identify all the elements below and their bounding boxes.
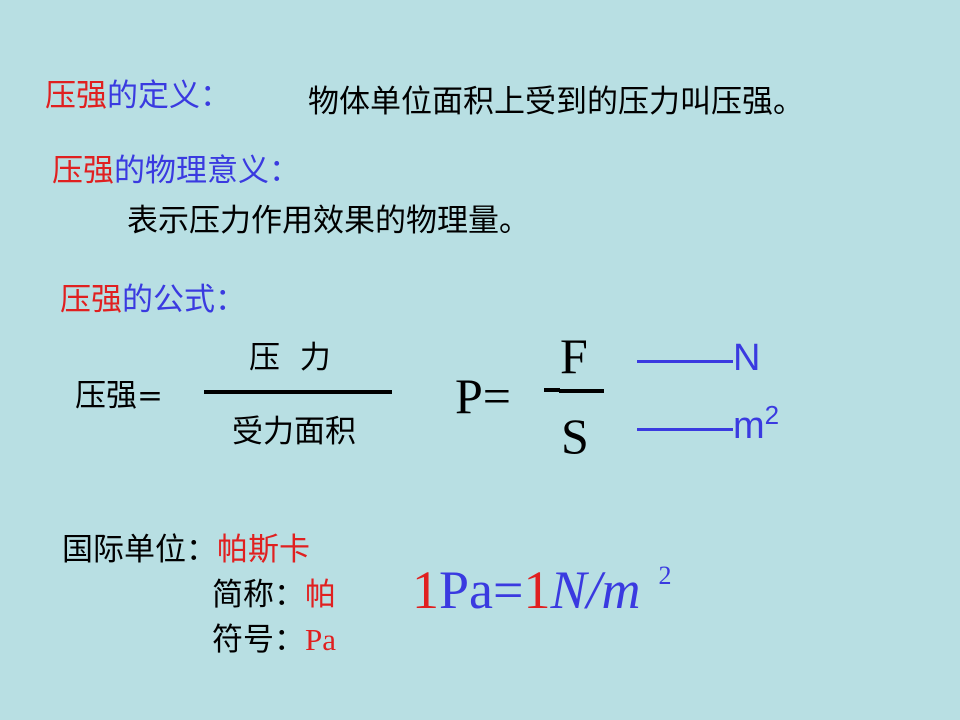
symbol-fraction-bar-left bbox=[544, 388, 560, 392]
short-name-label: 简称： bbox=[212, 577, 305, 613]
word-formula-denominator: 受力面积 bbox=[232, 414, 356, 450]
meaning-label-red: 压强 bbox=[52, 153, 114, 189]
unit-denominator: m2 bbox=[733, 402, 779, 448]
pa-equation-one-a: 1 bbox=[412, 560, 439, 620]
pa-equation-exp: 2 bbox=[658, 561, 672, 590]
unit-denominator-line bbox=[637, 428, 733, 431]
symbol-fraction-bar bbox=[559, 389, 604, 393]
meaning-label: 压强的物理意义： bbox=[52, 153, 300, 189]
word-formula-numerator: 压 力 bbox=[249, 340, 331, 376]
intl-unit-row: 国际单位：帕斯卡 bbox=[62, 532, 310, 568]
definition-label: 压强的定义： bbox=[45, 78, 231, 114]
unit-numerator: N bbox=[733, 337, 761, 379]
symbol-formula-lhs: P= bbox=[455, 368, 512, 424]
unit-denominator-base: m bbox=[733, 405, 765, 447]
symbol-formula-numerator: F bbox=[560, 328, 588, 384]
unit-numerator-line bbox=[637, 360, 733, 363]
symbol-row: 符号：Pa bbox=[212, 622, 336, 658]
intl-unit-value: 帕斯卡 bbox=[217, 532, 310, 568]
word-formula-lhs: 压强= bbox=[75, 378, 163, 414]
symbol-label: 符号： bbox=[212, 622, 305, 658]
pa-equation-one-b: 1 bbox=[523, 560, 551, 620]
symbol-formula-denominator: S bbox=[561, 408, 589, 464]
short-name-row: 简称：帕 bbox=[212, 577, 336, 613]
intl-unit-label: 国际单位： bbox=[62, 532, 217, 568]
definition-label-red: 压强 bbox=[45, 78, 107, 114]
formula-label-blue: 的公式： bbox=[122, 282, 246, 318]
definition-text: 物体单位面积上受到的压力叫压强。 bbox=[308, 84, 804, 120]
meaning-text: 表示压力作用效果的物理量。 bbox=[127, 203, 530, 239]
meaning-label-blue: 的物理意义： bbox=[114, 153, 300, 189]
unit-denominator-exp: 2 bbox=[764, 400, 780, 430]
pa-equation-n-over-m: N/m bbox=[550, 560, 641, 620]
formula-label: 压强的公式： bbox=[60, 282, 246, 318]
short-name-value: 帕 bbox=[305, 577, 336, 613]
pa-equation-pa: Pa= bbox=[439, 560, 524, 620]
definition-label-blue: 的定义： bbox=[107, 78, 231, 114]
word-fraction-bar bbox=[204, 390, 392, 394]
formula-label-red: 压强 bbox=[60, 282, 122, 318]
symbol-value: Pa bbox=[305, 622, 336, 657]
